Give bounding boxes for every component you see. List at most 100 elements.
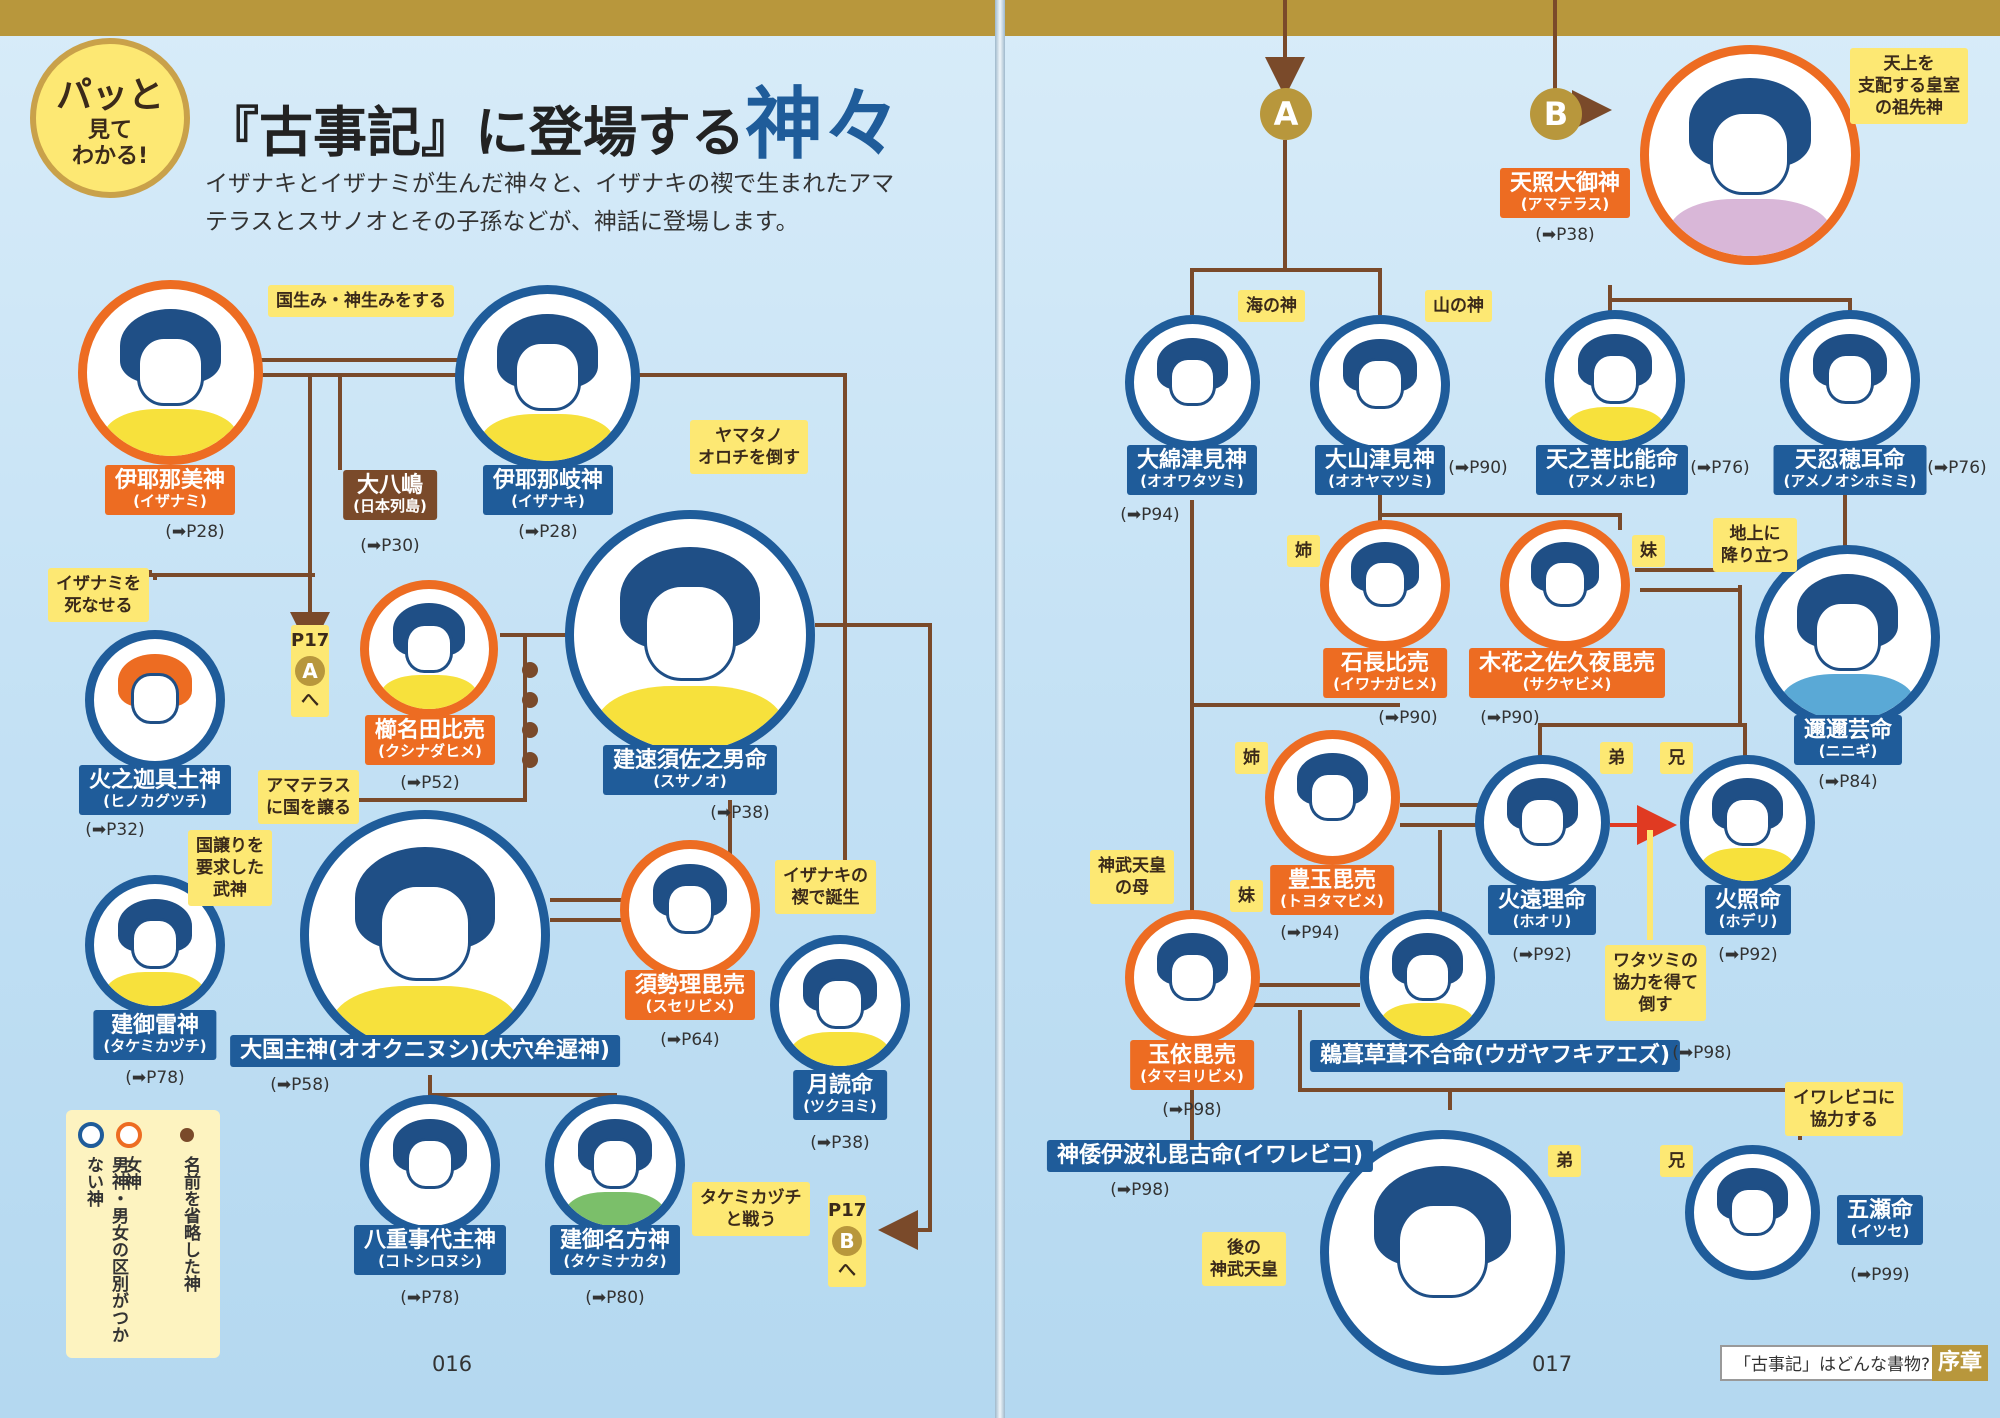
iwanagahime-label: 石長比売(イワナガヒメ) (1323, 648, 1447, 698)
hinokagutsuchi-portrait (85, 630, 225, 770)
footer-chapter: 序章 (1932, 1345, 1988, 1381)
marker-b: B (1530, 88, 1582, 140)
ugayafukiaezu-portrait (1360, 910, 1495, 1045)
footer-section-title: 「古事記」はどんな書物? (1720, 1345, 1945, 1381)
takemikazuchi-ref: (➡P78) (125, 1068, 185, 1088)
badge-line2: 見て (87, 118, 132, 143)
page-number-left: 016 (432, 1352, 473, 1376)
legend-neutral-text: 男神・男女の区別がつかない神 (83, 1156, 128, 1343)
note-otouto1: 弟 (1600, 742, 1633, 774)
note-yuzuru: アマテラス に国を譲る (258, 770, 359, 824)
kotoshironushi-portrait (360, 1095, 500, 1235)
suseribime-ref: (➡P64) (660, 1030, 720, 1050)
amenooshihomimi-ref: (➡P76) (1927, 458, 1987, 478)
note-ane2: 姉 (1235, 742, 1268, 774)
owatatsumi-label: 大綿津見神(オオワタツミ) (1126, 445, 1258, 495)
tamayoribime-portrait (1125, 910, 1260, 1045)
ninigi-label: 邇邇芸命(ニニギ) (1793, 715, 1903, 765)
legend-female-icon (116, 1122, 142, 1148)
note-bushin: 国譲りを 要求した 武神 (188, 830, 272, 906)
izanami-label: 伊耶那美神(イザナミ) (104, 465, 236, 515)
legend-male-icon (78, 1122, 104, 1148)
kotoshironushi-label: 八重事代主神(コトシロヌシ) (353, 1225, 507, 1275)
note-jimmu-haha: 神武天皇 の母 (1090, 850, 1174, 904)
takeminakata-portrait (545, 1095, 685, 1235)
iwarebiko-label: 神倭伊波礼毘古命(イワレビコ) (1046, 1140, 1374, 1173)
izanaki-portrait (455, 285, 640, 470)
note-tatakau: タケミカヅチ と戦う (692, 1182, 810, 1236)
takemikazuchi-label: 建御雷神(タケミカヅチ) (93, 1010, 217, 1060)
kotoshironushi-ref: (➡P78) (400, 1288, 460, 1308)
amenooshihomimi-portrait (1780, 310, 1920, 450)
hoori-label: 火遠理命(ホオリ) (1487, 885, 1597, 935)
ninigi-ref: (➡P84) (1818, 772, 1878, 792)
iwanagahime-portrait (1320, 520, 1450, 650)
tamayoribime-label: 玉依毘売(タマヨリビメ) (1130, 1040, 1254, 1090)
okuninushi-ref: (➡P58) (270, 1075, 330, 1095)
susanoo-ref: (➡P38) (710, 803, 770, 823)
amaterasu-ref: (➡P38) (1535, 225, 1595, 245)
note-go-jimmu: 後の 神武天皇 (1202, 1232, 1286, 1286)
suseribime-label: 須勢理毘売(スセリビメ) (624, 970, 756, 1020)
izanami-portrait (78, 280, 263, 465)
note-amaterasu: 天上を 支配する皇室 の祖先神 (1850, 48, 1968, 124)
note-imouto1: 妹 (1632, 535, 1665, 567)
sakuyabime-label: 木花之佐久夜毘売(サクヤビメ) (1468, 648, 1666, 698)
iwanagahime-ref: (➡P90) (1378, 708, 1438, 728)
okuninushi-portrait (300, 810, 550, 1060)
amaterasu-label: 天照大御神(アマテラス) (1499, 168, 1631, 218)
badge-line3: わかる! (71, 144, 149, 169)
tsukuyomi-portrait (770, 935, 910, 1075)
note-iwarebiko-kyoryoku: イワレビコに 協力する (1785, 1082, 1903, 1136)
title-prefix: 『古事記』に登場する (205, 101, 745, 164)
itsuse-label: 五瀬命(イツセ) (1836, 1195, 1924, 1245)
toyotamabime-label: 豊玉毘売(トヨタマビメ) (1270, 865, 1394, 915)
okuninushi-label: 大国主神(オオクニヌシ)(大穴牟遅神) (230, 1035, 620, 1068)
kushinadahime-ref: (➡P52) (400, 773, 460, 793)
toyotamabime-portrait (1265, 730, 1400, 865)
badge-line1: パッと (55, 75, 164, 116)
hoderi-portrait (1680, 755, 1815, 890)
amenohohi-portrait (1545, 310, 1685, 450)
tsukuyomi-ref: (➡P38) (810, 1133, 870, 1153)
kushinadahime-label: 櫛名田比売(クシナダヒメ) (364, 715, 496, 765)
izanaki-label: 伊耶那岐神(イザナキ) (482, 465, 614, 515)
hoori-ref: (➡P92) (1512, 945, 1572, 965)
owatatsumi-portrait (1125, 315, 1260, 450)
oyashima-ref: (➡P30) (360, 536, 420, 556)
intro-text: イザナキとイザナミが生んだ神々と、イザナキの禊で生まれたアマテラスとスサノオとそ… (205, 171, 895, 235)
book-gutter (995, 0, 1005, 1418)
marker-a: A (1260, 88, 1312, 140)
toyotamabime-ref: (➡P94) (1280, 923, 1340, 943)
legend-female-text: 女神 (121, 1156, 141, 1190)
suseribime-portrait (620, 840, 760, 980)
tamayoribime-ref: (➡P98) (1162, 1100, 1222, 1120)
note-umi: 海の神 (1238, 290, 1305, 322)
hoderi-label: 火照命(ホデリ) (1704, 885, 1792, 935)
izanaki-ref: (➡P28) (518, 522, 578, 542)
oyamatsumi-ref: (➡P90) (1448, 458, 1508, 478)
sakuyabime-ref: (➡P90) (1480, 708, 1540, 728)
legend: 男神・男女の区別がつかない神 女神 名前を省略した神 (66, 1110, 220, 1358)
hinokagutsuchi-ref: (➡P32) (85, 820, 145, 840)
tsukuyomi-label: 月読命(ツクヨミ) (793, 1070, 887, 1120)
hoori-portrait (1475, 755, 1610, 890)
note-misogi: イザナキの 禊で誕生 (775, 860, 876, 914)
kushinadahime-portrait (360, 580, 498, 718)
iwarebiko-ref: (➡P98) (1110, 1180, 1170, 1200)
note-otouto2: 弟 (1548, 1145, 1581, 1177)
right-top-band (1005, 0, 2000, 36)
takeminakata-ref: (➡P80) (585, 1288, 645, 1308)
oyamatsumi-portrait (1310, 315, 1450, 455)
note-oritatsu: 地上に 降り立つ (1713, 518, 1797, 572)
note-kill-izanami: イザナミを 死なせる (48, 568, 149, 622)
page-title: 『古事記』に登場する神々 (205, 62, 901, 174)
note-watatsumi: ワタツミの 協力を得て 倒す (1605, 945, 1706, 1021)
owatatsumi-ref: (➡P94) (1120, 505, 1180, 525)
oyashima-label: 大八嶋(日本列島) (343, 470, 437, 520)
amenohohi-ref: (➡P76) (1690, 458, 1750, 478)
